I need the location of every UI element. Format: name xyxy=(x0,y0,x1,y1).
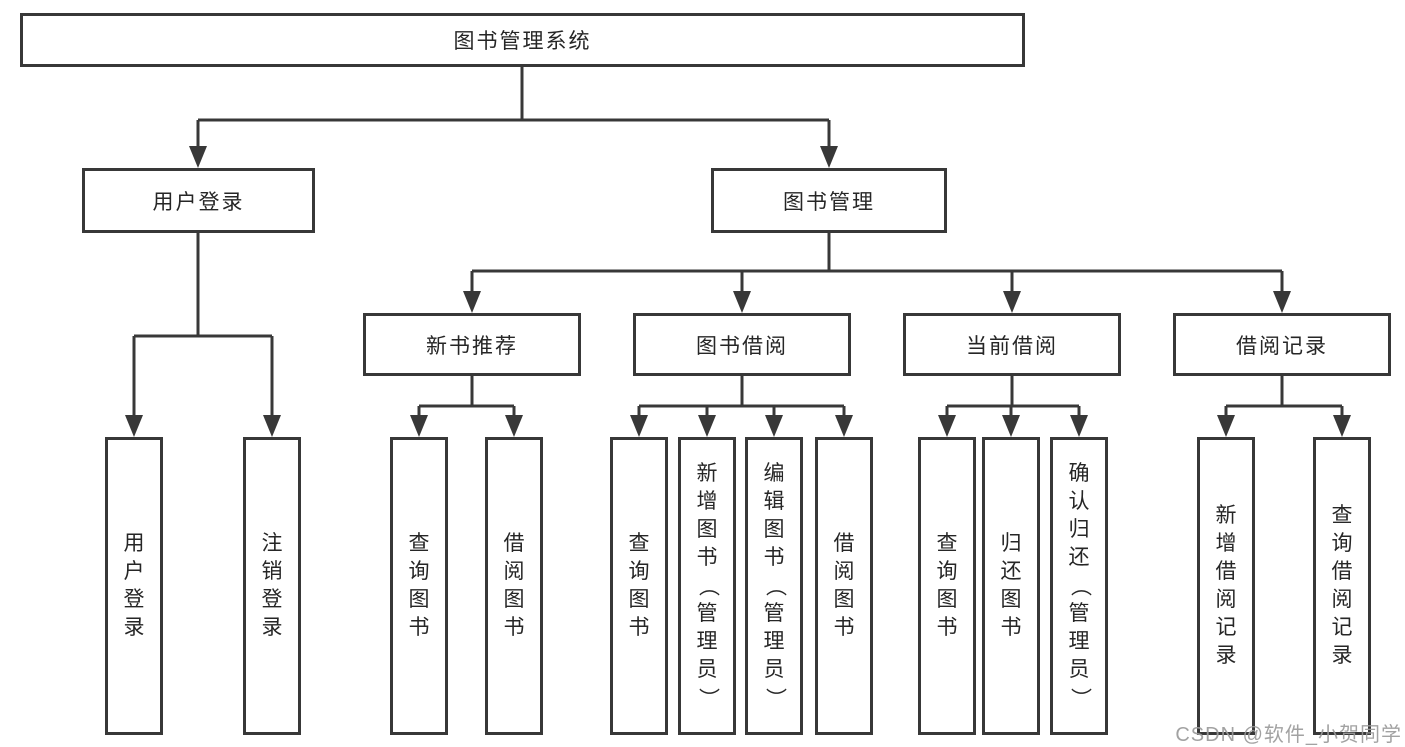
node-root: 图书管理系统 xyxy=(20,13,1025,67)
leaf-borrow-books-borrowing-label: 借阅图书 xyxy=(833,532,855,639)
arrowhead xyxy=(698,415,716,437)
leaf-user-login: 用户登录 xyxy=(105,437,163,735)
leaf-query-books-current-label: 查询图书 xyxy=(936,532,958,639)
leaf-query-books-borrowing: 查询图书 xyxy=(610,437,668,735)
leaf-add-borrow-record-label: 新增借阅记录 xyxy=(1215,504,1237,667)
connector-book-management-to-level3 xyxy=(463,233,1291,313)
arrowhead xyxy=(1002,415,1020,437)
leaf-add-book-admin: 新增图书（管理员） xyxy=(678,437,736,735)
connector-user-login-to-children xyxy=(125,233,281,437)
leaf-query-borrow-record-label: 查询借阅记录 xyxy=(1331,504,1353,667)
arrowhead xyxy=(125,415,143,437)
leaf-borrow-books-recommend-label: 借阅图书 xyxy=(503,532,525,639)
connector-root-to-level2 xyxy=(189,67,838,168)
node-new-book-recommendation-label: 新书推荐 xyxy=(426,334,518,358)
node-current-borrowing: 当前借阅 xyxy=(903,313,1121,376)
arrowhead xyxy=(263,415,281,437)
node-book-borrowing-label: 图书借阅 xyxy=(696,334,788,358)
arrowhead xyxy=(1070,415,1088,437)
arrowhead xyxy=(630,415,648,437)
node-current-borrowing-label: 当前借阅 xyxy=(966,334,1058,358)
watermark: CSDN @软件_小贺同学 xyxy=(1175,724,1402,746)
node-book-borrowing: 图书借阅 xyxy=(633,313,851,376)
leaf-return-books-label: 归还图书 xyxy=(1000,532,1022,639)
node-borrowing-records-label: 借阅记录 xyxy=(1236,334,1328,358)
arrowhead xyxy=(189,146,207,168)
arrowhead xyxy=(1217,415,1235,437)
leaf-add-book-admin-label: 新增图书（管理员） xyxy=(696,462,719,709)
node-new-book-recommendation: 新书推荐 xyxy=(363,313,581,376)
connector-borrowing-records-to-children xyxy=(1217,376,1351,437)
node-borrowing-records: 借阅记录 xyxy=(1173,313,1391,376)
leaf-query-books-recommend-label: 查询图书 xyxy=(408,532,430,639)
arrowhead xyxy=(463,291,481,313)
leaf-confirm-return-admin: 确认归还（管理员） xyxy=(1050,437,1108,735)
leaf-logout-login: 注销登录 xyxy=(243,437,301,735)
leaf-query-borrow-record: 查询借阅记录 xyxy=(1313,437,1371,735)
connector-new-book-recommendation-to-children xyxy=(410,376,523,437)
arrowhead xyxy=(410,415,428,437)
arrowhead xyxy=(733,291,751,313)
arrowhead xyxy=(820,146,838,168)
leaf-borrow-books-borrowing: 借阅图书 xyxy=(815,437,873,735)
leaf-edit-book-admin-label: 编辑图书（管理员） xyxy=(763,462,786,709)
leaf-edit-book-admin: 编辑图书（管理员） xyxy=(745,437,803,735)
node-book-management: 图书管理 xyxy=(711,168,947,233)
leaf-add-borrow-record: 新增借阅记录 xyxy=(1197,437,1255,735)
connector-book-borrowing-to-children xyxy=(630,376,853,437)
leaf-return-books: 归还图书 xyxy=(982,437,1040,735)
arrowhead xyxy=(938,415,956,437)
arrowhead xyxy=(1003,291,1021,313)
leaf-query-books-current: 查询图书 xyxy=(918,437,976,735)
connector-current-borrowing-to-children xyxy=(938,376,1088,437)
arrowhead xyxy=(835,415,853,437)
leaf-query-books-recommend: 查询图书 xyxy=(390,437,448,735)
leaf-query-books-borrowing-label: 查询图书 xyxy=(628,532,650,639)
leaf-logout-login-label: 注销登录 xyxy=(261,532,283,639)
arrowhead xyxy=(1333,415,1351,437)
arrowhead xyxy=(765,415,783,437)
leaf-borrow-books-recommend: 借阅图书 xyxy=(485,437,543,735)
node-root-label: 图书管理系统 xyxy=(453,30,592,53)
node-book-management-label: 图书管理 xyxy=(783,190,875,214)
node-user-login-label: 用户登录 xyxy=(152,190,245,214)
leaf-user-login-label: 用户登录 xyxy=(123,532,145,639)
arrowhead xyxy=(505,415,523,437)
node-user-login: 用户登录 xyxy=(82,168,315,233)
arrowhead xyxy=(1273,291,1291,313)
leaf-confirm-return-admin-label: 确认归还（管理员） xyxy=(1068,462,1091,709)
